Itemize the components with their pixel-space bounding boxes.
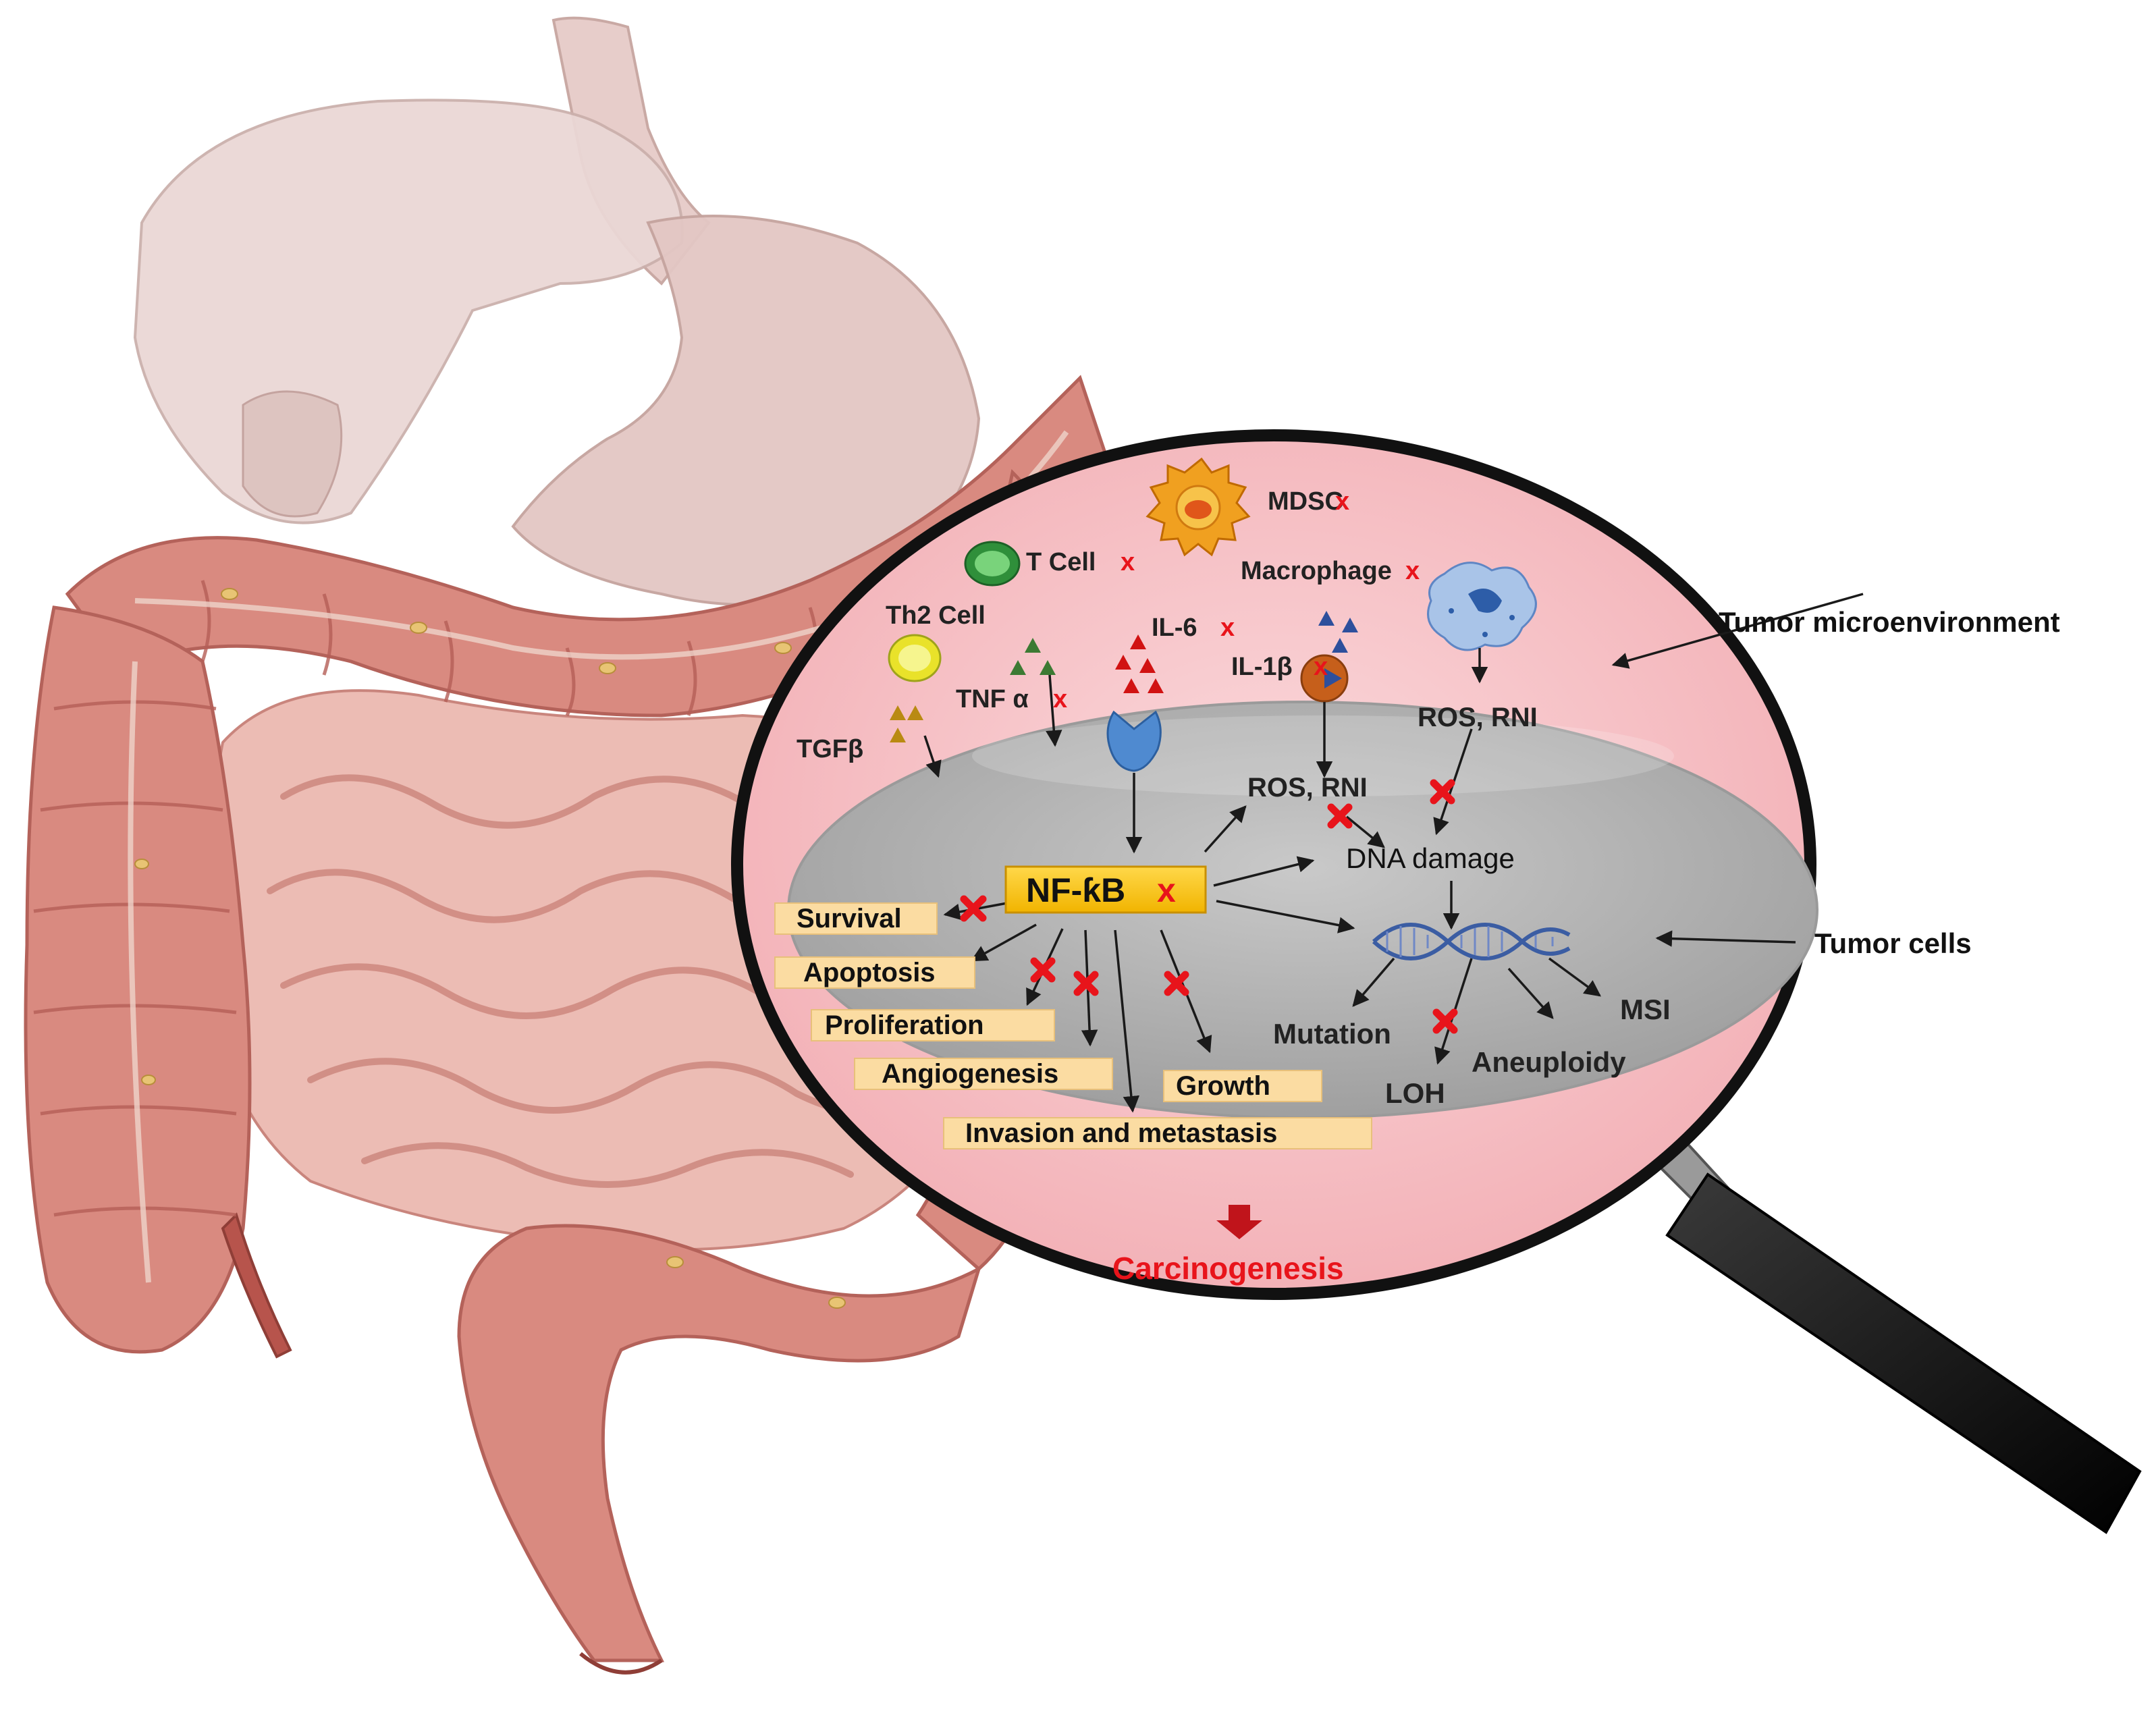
il6-triangles: [1115, 634, 1164, 693]
arrows: [923, 593, 1864, 1113]
label-carcinogenesis: Carcinogenesis: [1112, 1251, 1344, 1286]
inhibit-mark-t-cell: x: [1121, 548, 1135, 576]
il1b-triangles: [1318, 611, 1358, 653]
label-macrophage: Macrophage: [1241, 557, 1392, 585]
label-apoptosis: Apoptosis: [803, 958, 936, 987]
label-th2-cell: Th2 Cell: [886, 601, 986, 630]
label-ros-rni-outer: ROS, RNI: [1418, 703, 1538, 732]
magnifier-handle: [1625, 1105, 2142, 1534]
label-tnf-alpha: TNF α: [956, 685, 1029, 713]
label-nfkb: NF-ƙB: [1026, 871, 1125, 909]
inhibit-mark-tnf-alpha: x: [1053, 685, 1067, 713]
inhibit-mark-il1b: x: [1314, 653, 1328, 681]
cytokines: [890, 611, 1358, 772]
label-il6: IL-6: [1152, 614, 1197, 642]
immune-cells: [888, 457, 1537, 682]
inhibit-x-angiogenesis: [1073, 971, 1099, 996]
label-tgf-beta: TGFβ: [797, 735, 863, 763]
label-angiogenesis: Angiogenesis: [882, 1059, 1058, 1089]
label-proliferation: Proliferation: [825, 1010, 984, 1040]
inhibition-marks: [960, 779, 1458, 1034]
il1b-receptor-icon: [1300, 654, 1349, 703]
appendix: [221, 1212, 292, 1359]
inhibit-mark-macrophage: x: [1405, 557, 1420, 585]
label-ros-rni-inner: ROS, RNI: [1247, 773, 1368, 803]
nfkb-box: [1004, 865, 1207, 914]
inhibit-x-survival: [960, 895, 987, 922]
callout-tumor-microenvironment: Tumor microenvironment: [1719, 606, 2060, 638]
label-dna-damage: DNA damage: [1346, 842, 1515, 874]
inhibit-x-loh: [1432, 1008, 1458, 1034]
inhibit-mark-nfkb: x: [1157, 871, 1176, 909]
inhibit-x-ros-outer: [1430, 779, 1455, 805]
dna-helix-icon: [1372, 923, 1571, 960]
inhibit-x-ros-inner: [1327, 803, 1353, 829]
gallbladder: [242, 390, 343, 518]
label-loh: LOH: [1385, 1077, 1445, 1109]
label-aneuploidy: Aneuploidy: [1472, 1046, 1626, 1078]
outcome-boxes: [774, 902, 1372, 1149]
label-survival: Survival: [797, 904, 902, 933]
tnf-alpha-triangles: [1010, 638, 1056, 675]
label-mutation: Mutation: [1273, 1018, 1391, 1050]
label-msi: MSI: [1620, 994, 1671, 1025]
callout-tumor-cells: Tumor cells: [1814, 927, 1972, 959]
inhibit-mark-mdsc: x: [1335, 487, 1349, 516]
carcinogenesis-arrow: [1216, 1205, 1262, 1239]
label-growth: Growth: [1176, 1071, 1270, 1101]
t-cell-icon: [964, 541, 1021, 587]
il6-receptor-icon: [1106, 710, 1162, 772]
sigmoid-colon: [457, 1224, 982, 1662]
macrophage-icon: [1427, 562, 1537, 651]
ascending-colon: [24, 605, 252, 1354]
th2-cell-icon: [888, 634, 942, 682]
inhibit-x-growth: [1164, 971, 1189, 996]
label-mdsc: MDSC: [1268, 487, 1343, 516]
inhibit-x-proliferation: [1030, 957, 1056, 983]
inhibit-mark-il6: x: [1220, 614, 1235, 642]
label-t-cell: T Cell: [1026, 548, 1096, 576]
label-il1b: IL-1β: [1231, 653, 1293, 681]
tgf-beta-triangles: [890, 705, 923, 742]
label-invasion-metastasis: Invasion and metastasis: [965, 1118, 1277, 1148]
mdsc-icon: [1146, 457, 1251, 557]
